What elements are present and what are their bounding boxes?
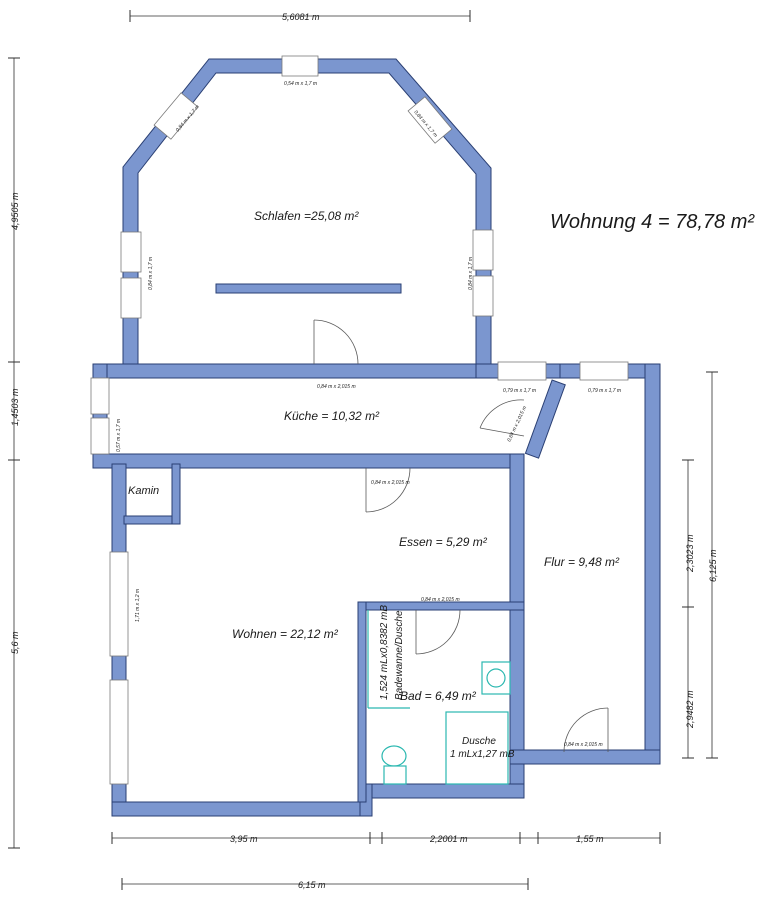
doors	[313, 319, 609, 753]
dim-right-2: 6,125 m	[708, 549, 718, 582]
door-label-bad: 0,84 m x 2,015 m	[421, 597, 460, 603]
window-kueche-1	[90, 377, 110, 415]
window-kueche-2	[90, 417, 110, 455]
window-diag-right	[407, 96, 453, 144]
dim-left-2: 1,4503 m	[10, 388, 20, 426]
window-label-flur-2: 0,79 m x 1,7 m	[588, 388, 621, 394]
walls	[92, 58, 661, 817]
window-label-top: 0,54 m x 1,7 m	[284, 81, 317, 87]
dim-bottom-1: 3,95 m	[230, 834, 258, 844]
window-flur-1	[497, 361, 547, 381]
dimension-lines	[8, 10, 718, 890]
dim-left-1: 4,9505 m	[10, 192, 20, 230]
window-wohnen-1	[109, 551, 129, 657]
door-label-entry: 0,84 m x 2,015 m	[564, 742, 603, 748]
room-label-wohnen: Wohnen = 22,12 m²	[232, 627, 339, 641]
window-label-schlafen-right: 0,84 m x 1,7 m	[468, 257, 474, 290]
bathroom-fixtures	[367, 610, 511, 785]
window-schlafen-right-1	[472, 229, 494, 271]
window-schlafen-left-2	[120, 277, 142, 319]
window-top	[281, 55, 319, 77]
room-label-flur: Flur = 9,48 m²	[544, 555, 620, 569]
window-label-wohnen: 1,71 m x 1,2 m	[135, 589, 141, 622]
door-label-flur: 0,84 m x 2,015 m	[506, 405, 528, 443]
window-schlafen-left-1	[120, 231, 142, 273]
dim-top: 5,6081 m	[282, 12, 320, 22]
window-flur-2	[579, 361, 629, 381]
window-diag-left	[153, 92, 199, 140]
window-label-flur-1: 0,79 m x 1,7 m	[503, 388, 536, 394]
window-wohnen-2	[109, 679, 129, 785]
door-label-kueche-essen: 0,84 m x 2,015 m	[371, 480, 410, 486]
apartment-title: Wohnung 4 = 78,78 m²	[550, 211, 755, 233]
window-label-schlafen-left: 0,84 m x 1,7 m	[148, 257, 154, 290]
toilet-bowl	[381, 745, 407, 767]
room-label-schlafen: Schlafen =25,08 m²	[254, 209, 359, 223]
bathtub-size-label: 1,524 mLx0,8382 mB	[379, 605, 390, 700]
door-label-schlafen: 0,84 m x 2,015 m	[317, 384, 356, 390]
dim-left-3: 5,6 m	[10, 631, 20, 654]
washbasin-bowl	[486, 668, 506, 688]
shower-tray	[445, 711, 509, 785]
shower-size-label: 1 mLx1,27 mB	[450, 749, 515, 760]
room-label-kueche: Küche = 10,32 m²	[284, 409, 380, 423]
dim-bottom-2: 2,2001 m	[429, 834, 468, 844]
room-label-bad: Bad = 6,49 m²	[400, 689, 477, 703]
room-label-essen: Essen = 5,29 m²	[399, 535, 488, 549]
room-label-kamin: Kamin	[128, 485, 159, 497]
dim-bottom-3: 1,55 m	[576, 834, 604, 844]
bathtub-type-label: Badewanne/Dusche	[394, 610, 405, 700]
dim-bottom-total: 6,15 m	[298, 880, 326, 890]
toilet-tank	[383, 765, 407, 785]
shower-label: Dusche	[462, 736, 496, 747]
windows	[90, 55, 629, 785]
window-label-kueche: 0,57 m x 1,7 m	[116, 419, 122, 452]
dim-right-1: 2,3023 m	[685, 534, 695, 573]
dim-right-3: 2,9482 m	[685, 690, 695, 729]
window-schlafen-right-2	[472, 275, 494, 317]
